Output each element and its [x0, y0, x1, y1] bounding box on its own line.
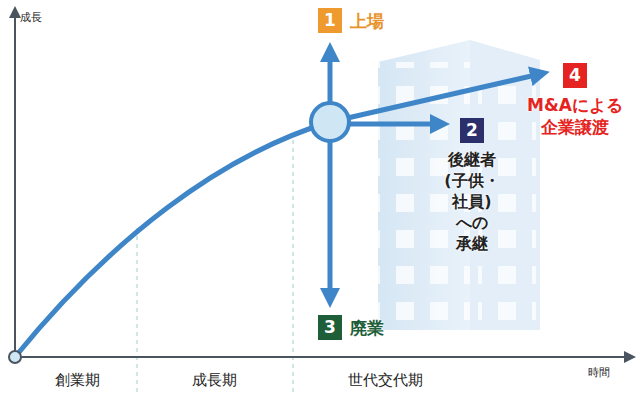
option-label: M&Aによる 企業譲渡: [527, 94, 623, 138]
axis-label: 時間: [588, 365, 610, 380]
callout-number: 4: [563, 63, 587, 88]
ipo-arrow: [328, 52, 333, 104]
x-axis: [15, 356, 630, 358]
decision-point: [311, 103, 349, 141]
option-label: 廃業: [350, 317, 384, 339]
y-axis: [14, 12, 16, 357]
option-label: 後継者(子供・社員)への 承継: [444, 149, 499, 254]
option-node: 1 上場: [318, 8, 384, 33]
option-label: 上場: [350, 10, 384, 32]
option-node: 4M&Aによる 企業譲渡: [527, 63, 623, 138]
option-node: 2 後継者(子供・社員)への 承継: [444, 118, 499, 254]
succession-arrow: [348, 122, 440, 127]
phase-label: 成長期: [192, 371, 237, 390]
callout-number: 1: [318, 8, 342, 33]
origin-dot: [9, 351, 21, 363]
growth-curve: [15, 122, 330, 357]
phase-label: 世代交代期: [348, 371, 423, 390]
phase-label: 創業期: [55, 371, 100, 390]
building: [378, 40, 540, 330]
ma-arrow: [330, 74, 540, 122]
callout-number: 2: [460, 118, 484, 143]
closure-arrow: [328, 140, 333, 298]
phase-divider: [137, 228, 138, 395]
callout-number: 3: [318, 315, 342, 340]
axis-label: 成長: [20, 10, 42, 25]
option-node: 3 廃業: [318, 315, 384, 340]
